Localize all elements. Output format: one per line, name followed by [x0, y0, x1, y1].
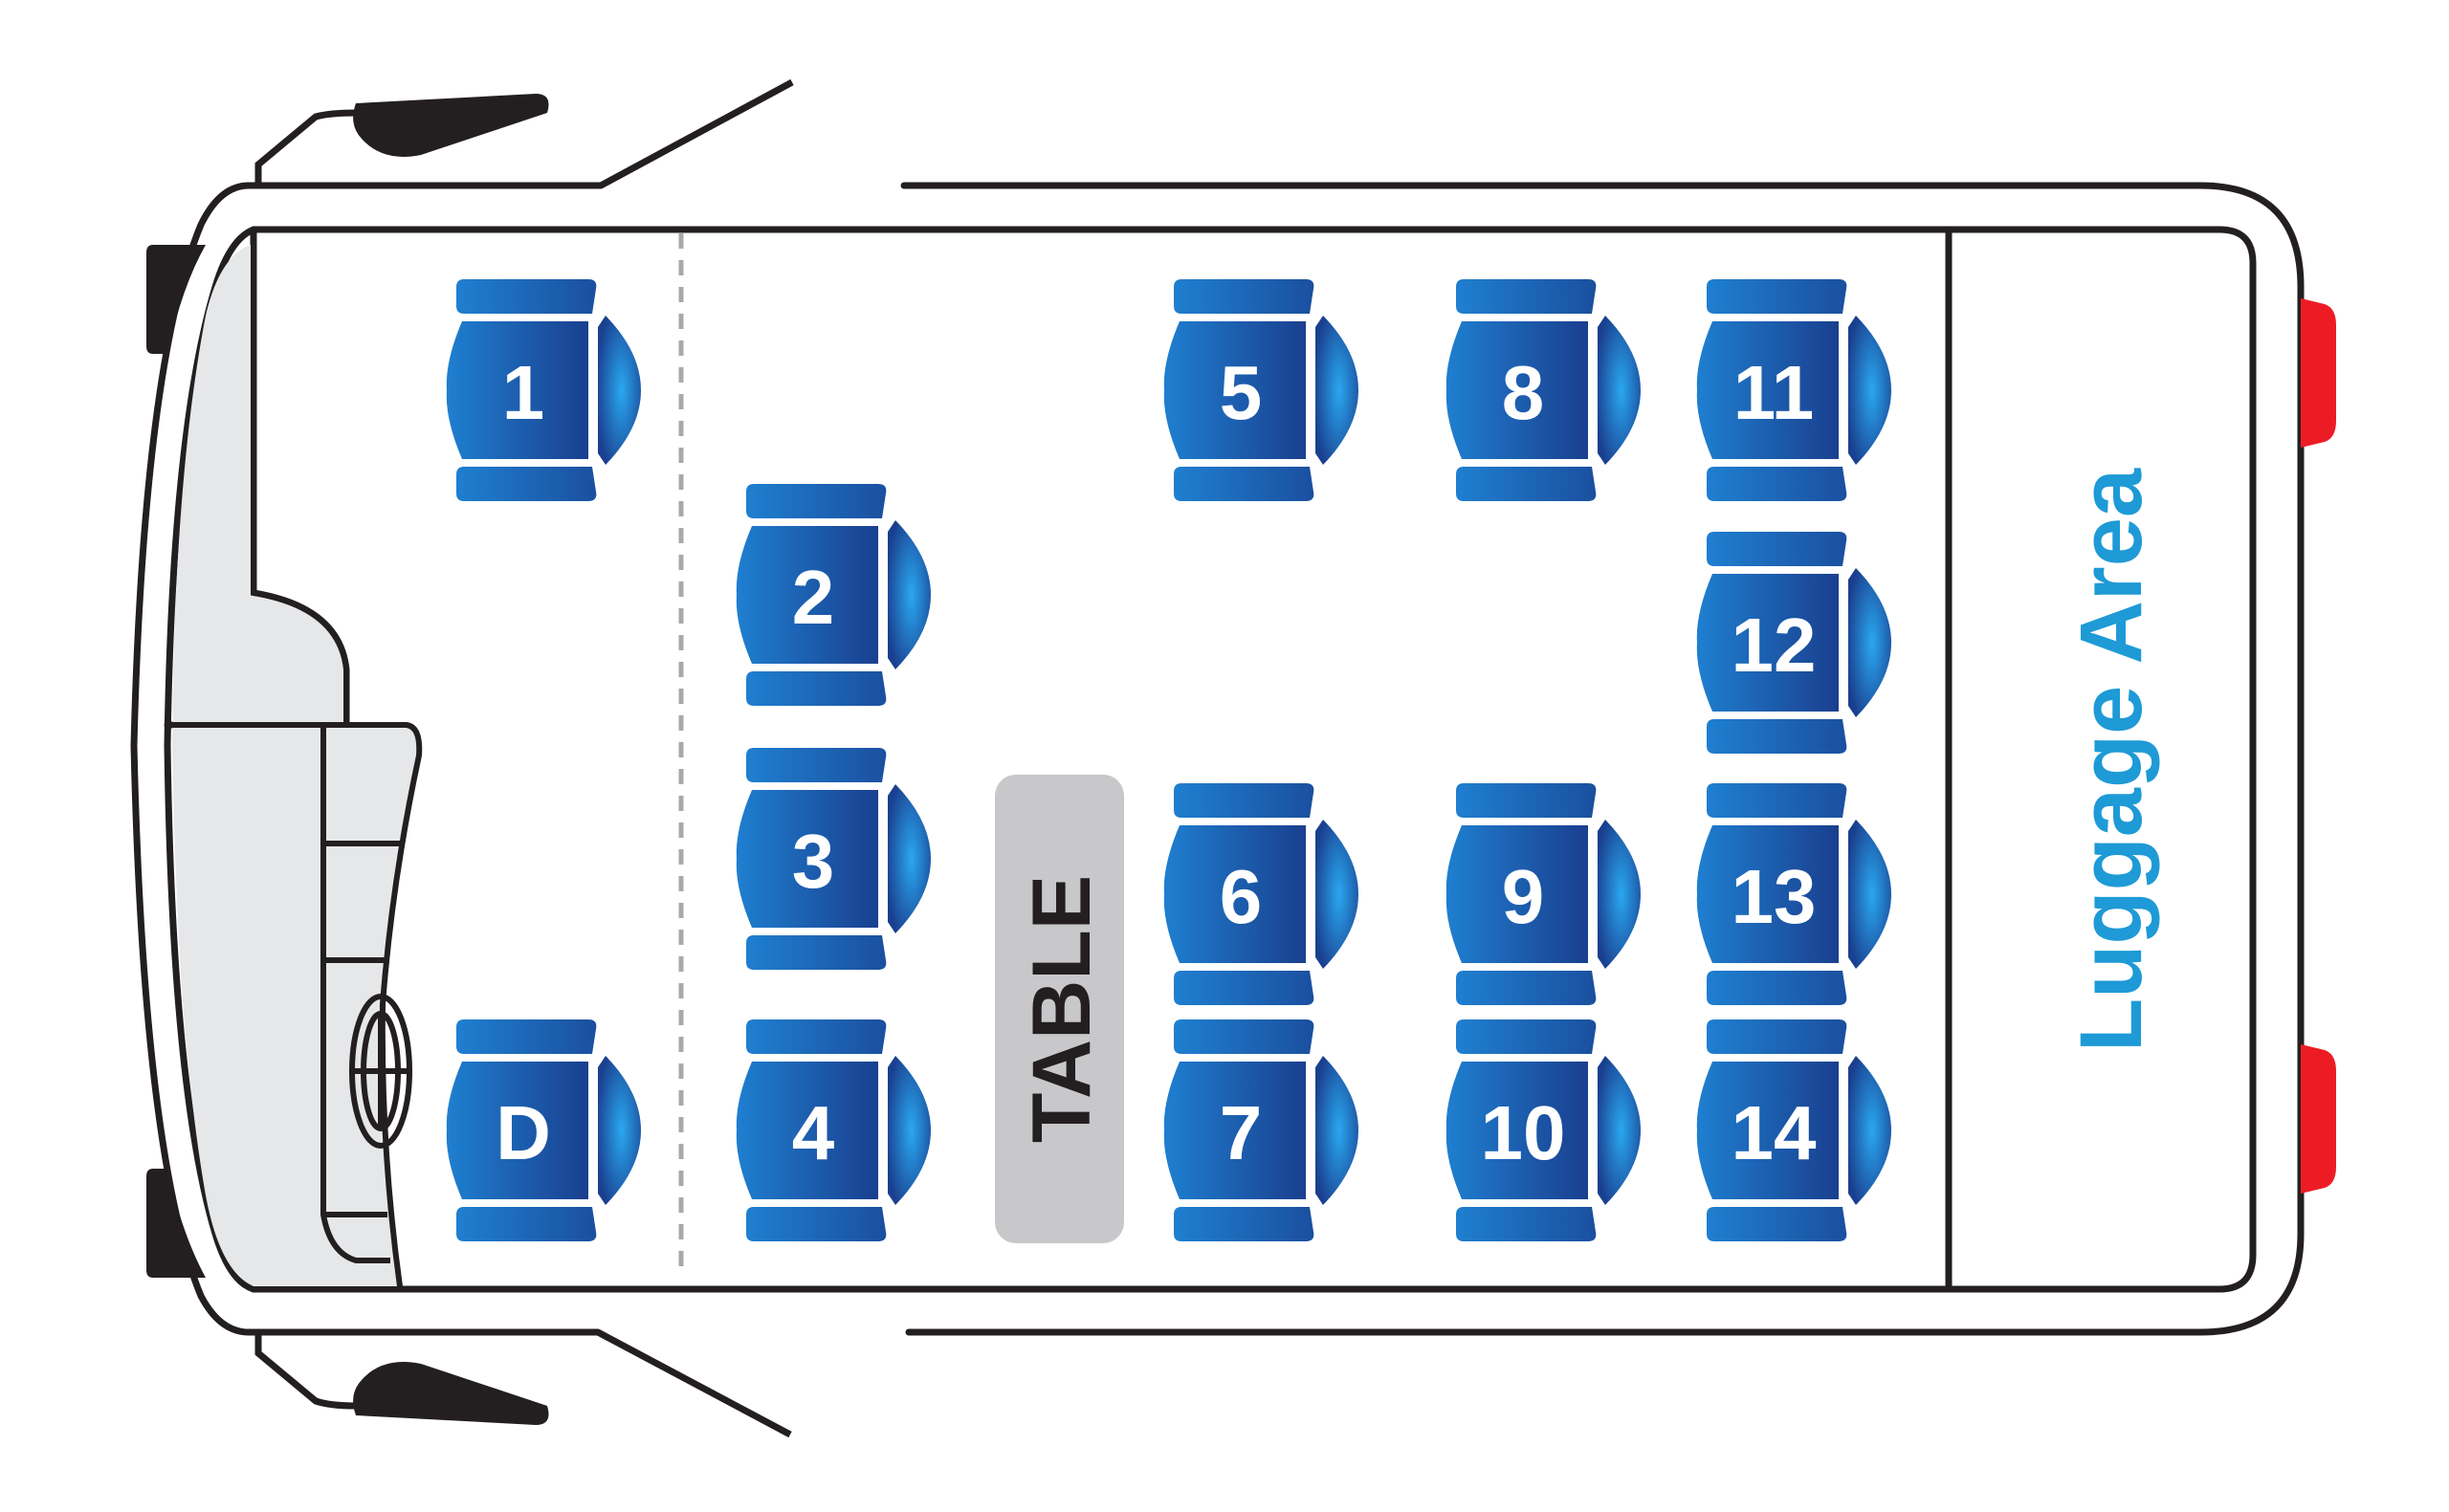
- seat-8[interactable]: 8: [1445, 279, 1641, 501]
- seat-number: 1: [502, 350, 545, 435]
- front-bumpers: [146, 245, 206, 1278]
- seat-number: 3: [792, 819, 835, 904]
- seat-number: 9: [1502, 854, 1545, 939]
- seat-1[interactable]: 1: [446, 279, 641, 501]
- table-label: TABLE: [1016, 875, 1108, 1143]
- seat-13[interactable]: 13: [1696, 783, 1891, 1005]
- seat-9[interactable]: 9: [1445, 783, 1641, 1005]
- table: TABLE: [995, 775, 1124, 1243]
- seat-14[interactable]: 14: [1696, 1019, 1891, 1241]
- seat-4[interactable]: 4: [736, 1019, 931, 1241]
- tail-lights: [2301, 298, 2336, 1194]
- seat-number: 5: [1220, 350, 1263, 435]
- seat-7[interactable]: 7: [1163, 1019, 1358, 1241]
- seat-10[interactable]: 10: [1445, 1019, 1641, 1241]
- seat-number: 2: [792, 555, 835, 640]
- driver-cab: [167, 244, 423, 1287]
- mirror-top: [254, 78, 794, 189]
- seat-number: 8: [1502, 350, 1545, 435]
- seat-number: 11: [1733, 350, 1815, 435]
- seat-number: 7: [1220, 1090, 1263, 1175]
- seat-number: 14: [1732, 1090, 1817, 1175]
- seat-12[interactable]: 12: [1696, 532, 1891, 754]
- seat-5[interactable]: 5: [1163, 279, 1358, 501]
- seat-2[interactable]: 2: [736, 484, 931, 706]
- mirror-bottom: [254, 1328, 792, 1438]
- seat-number: 6: [1220, 854, 1263, 939]
- seat-number: 4: [792, 1090, 835, 1175]
- seat-3[interactable]: 3: [736, 748, 931, 970]
- seat-11[interactable]: 11: [1696, 279, 1891, 501]
- seat-number: 12: [1732, 603, 1817, 688]
- seat-6[interactable]: 6: [1163, 783, 1358, 1005]
- steering-wheel-icon: [349, 994, 412, 1149]
- luggage-area-label: Luggage Area: [2063, 468, 2160, 1052]
- seat-number: D: [496, 1090, 551, 1175]
- seat-d[interactable]: D: [446, 1019, 641, 1241]
- seat-number: 10: [1481, 1090, 1566, 1175]
- seat-number: 13: [1732, 854, 1817, 939]
